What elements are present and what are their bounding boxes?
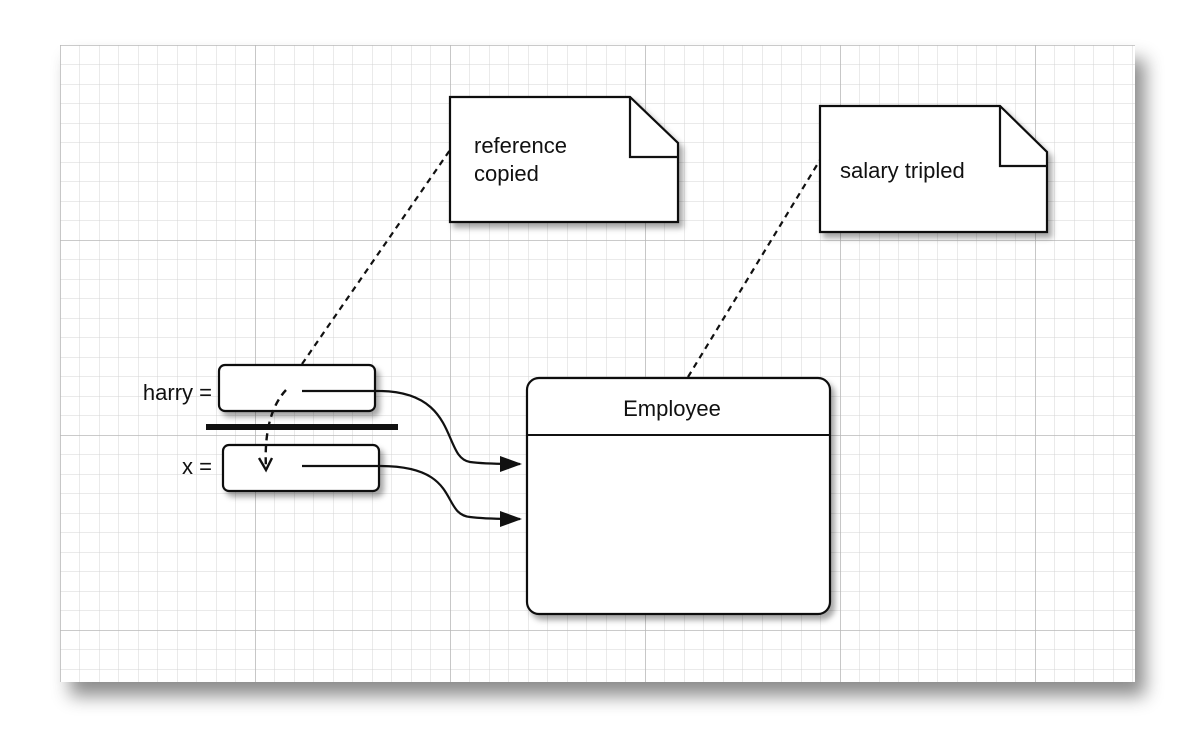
reference-arrow-harry-head xyxy=(500,456,522,472)
note-reference-copied: reference copied xyxy=(448,95,680,224)
employee-object: Employee xyxy=(525,376,832,616)
employee-class-name: Employee xyxy=(623,396,721,421)
copy-arrow-head xyxy=(257,457,274,473)
note-connector-salary xyxy=(687,159,821,378)
note-salary-tripled: salary tripled xyxy=(818,104,1049,234)
variable-label-x: x = xyxy=(182,454,212,479)
separator-bar xyxy=(206,424,398,430)
reference-arrow-harry xyxy=(302,389,521,466)
variable-label-harry: harry = xyxy=(143,380,212,405)
copy-arrow xyxy=(264,389,287,469)
note-text-line-2: copied xyxy=(474,161,539,186)
variable-box-harry xyxy=(217,363,377,413)
reference-arrow-x xyxy=(302,464,521,521)
note-text: salary tripled xyxy=(840,158,965,183)
note-text-line-1: reference xyxy=(474,133,567,158)
variable-box-x xyxy=(221,443,381,493)
reference-arrow-x-head xyxy=(500,511,522,527)
